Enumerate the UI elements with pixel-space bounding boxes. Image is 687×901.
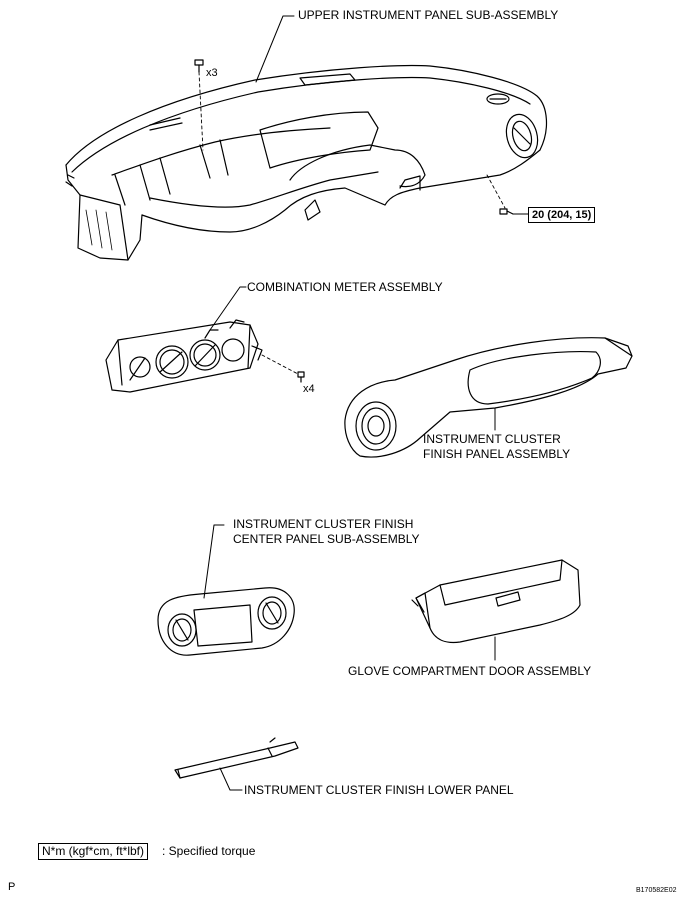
footer-left-mark: P (8, 881, 16, 893)
combination-meter-leader (209, 286, 247, 331)
cluster-finish-panel-label-line2: FINISH PANEL ASSEMBLY (423, 447, 571, 461)
glove-compartment-drawing (411, 559, 581, 644)
cluster-finish-panel-label-line1: INSTRUMENT CLUSTER (423, 432, 561, 446)
upper-panel-label: UPPER INSTRUMENT PANEL SUB-ASSEMBLY (298, 8, 559, 22)
lower-panel-leader (219, 767, 243, 791)
meter-bolt-qty: x4 (303, 383, 315, 395)
center-panel-label-line2: CENTER PANEL SUB-ASSEMBLY (233, 532, 420, 546)
bolt-upper-icon (194, 59, 204, 151)
center-panel-leader (203, 524, 225, 599)
upper-bolt-qty: x3 (206, 67, 218, 79)
lower-panel-drawing (174, 737, 299, 779)
center-panel-label-line1: INSTRUMENT CLUSTER FINISH (233, 517, 414, 531)
combination-meter-drawing (105, 319, 263, 393)
bolt-torque-icon (486, 174, 529, 215)
torque-spec-box: 20 (204, 15) (528, 207, 596, 223)
figure-id: B170582E02 (636, 887, 677, 894)
combination-meter-label: COMBINATION METER ASSEMBLY (247, 280, 443, 294)
upper-panel-leader (255, 15, 295, 83)
torque-unit-legend: N*m (kgf*cm, ft*lbf) (38, 843, 149, 860)
torque-legend-description: : Specified torque (162, 844, 256, 858)
cluster-finish-panel-drawing (344, 337, 633, 458)
glove-compartment-label: GLOVE COMPARTMENT DOOR ASSEMBLY (348, 664, 592, 678)
center-panel-drawing (157, 587, 295, 656)
bolt-meter-icon (261, 354, 305, 383)
lower-panel-label: INSTRUMENT CLUSTER FINISH LOWER PANEL (244, 783, 514, 797)
upper-instrument-panel-drawing (65, 64, 547, 261)
